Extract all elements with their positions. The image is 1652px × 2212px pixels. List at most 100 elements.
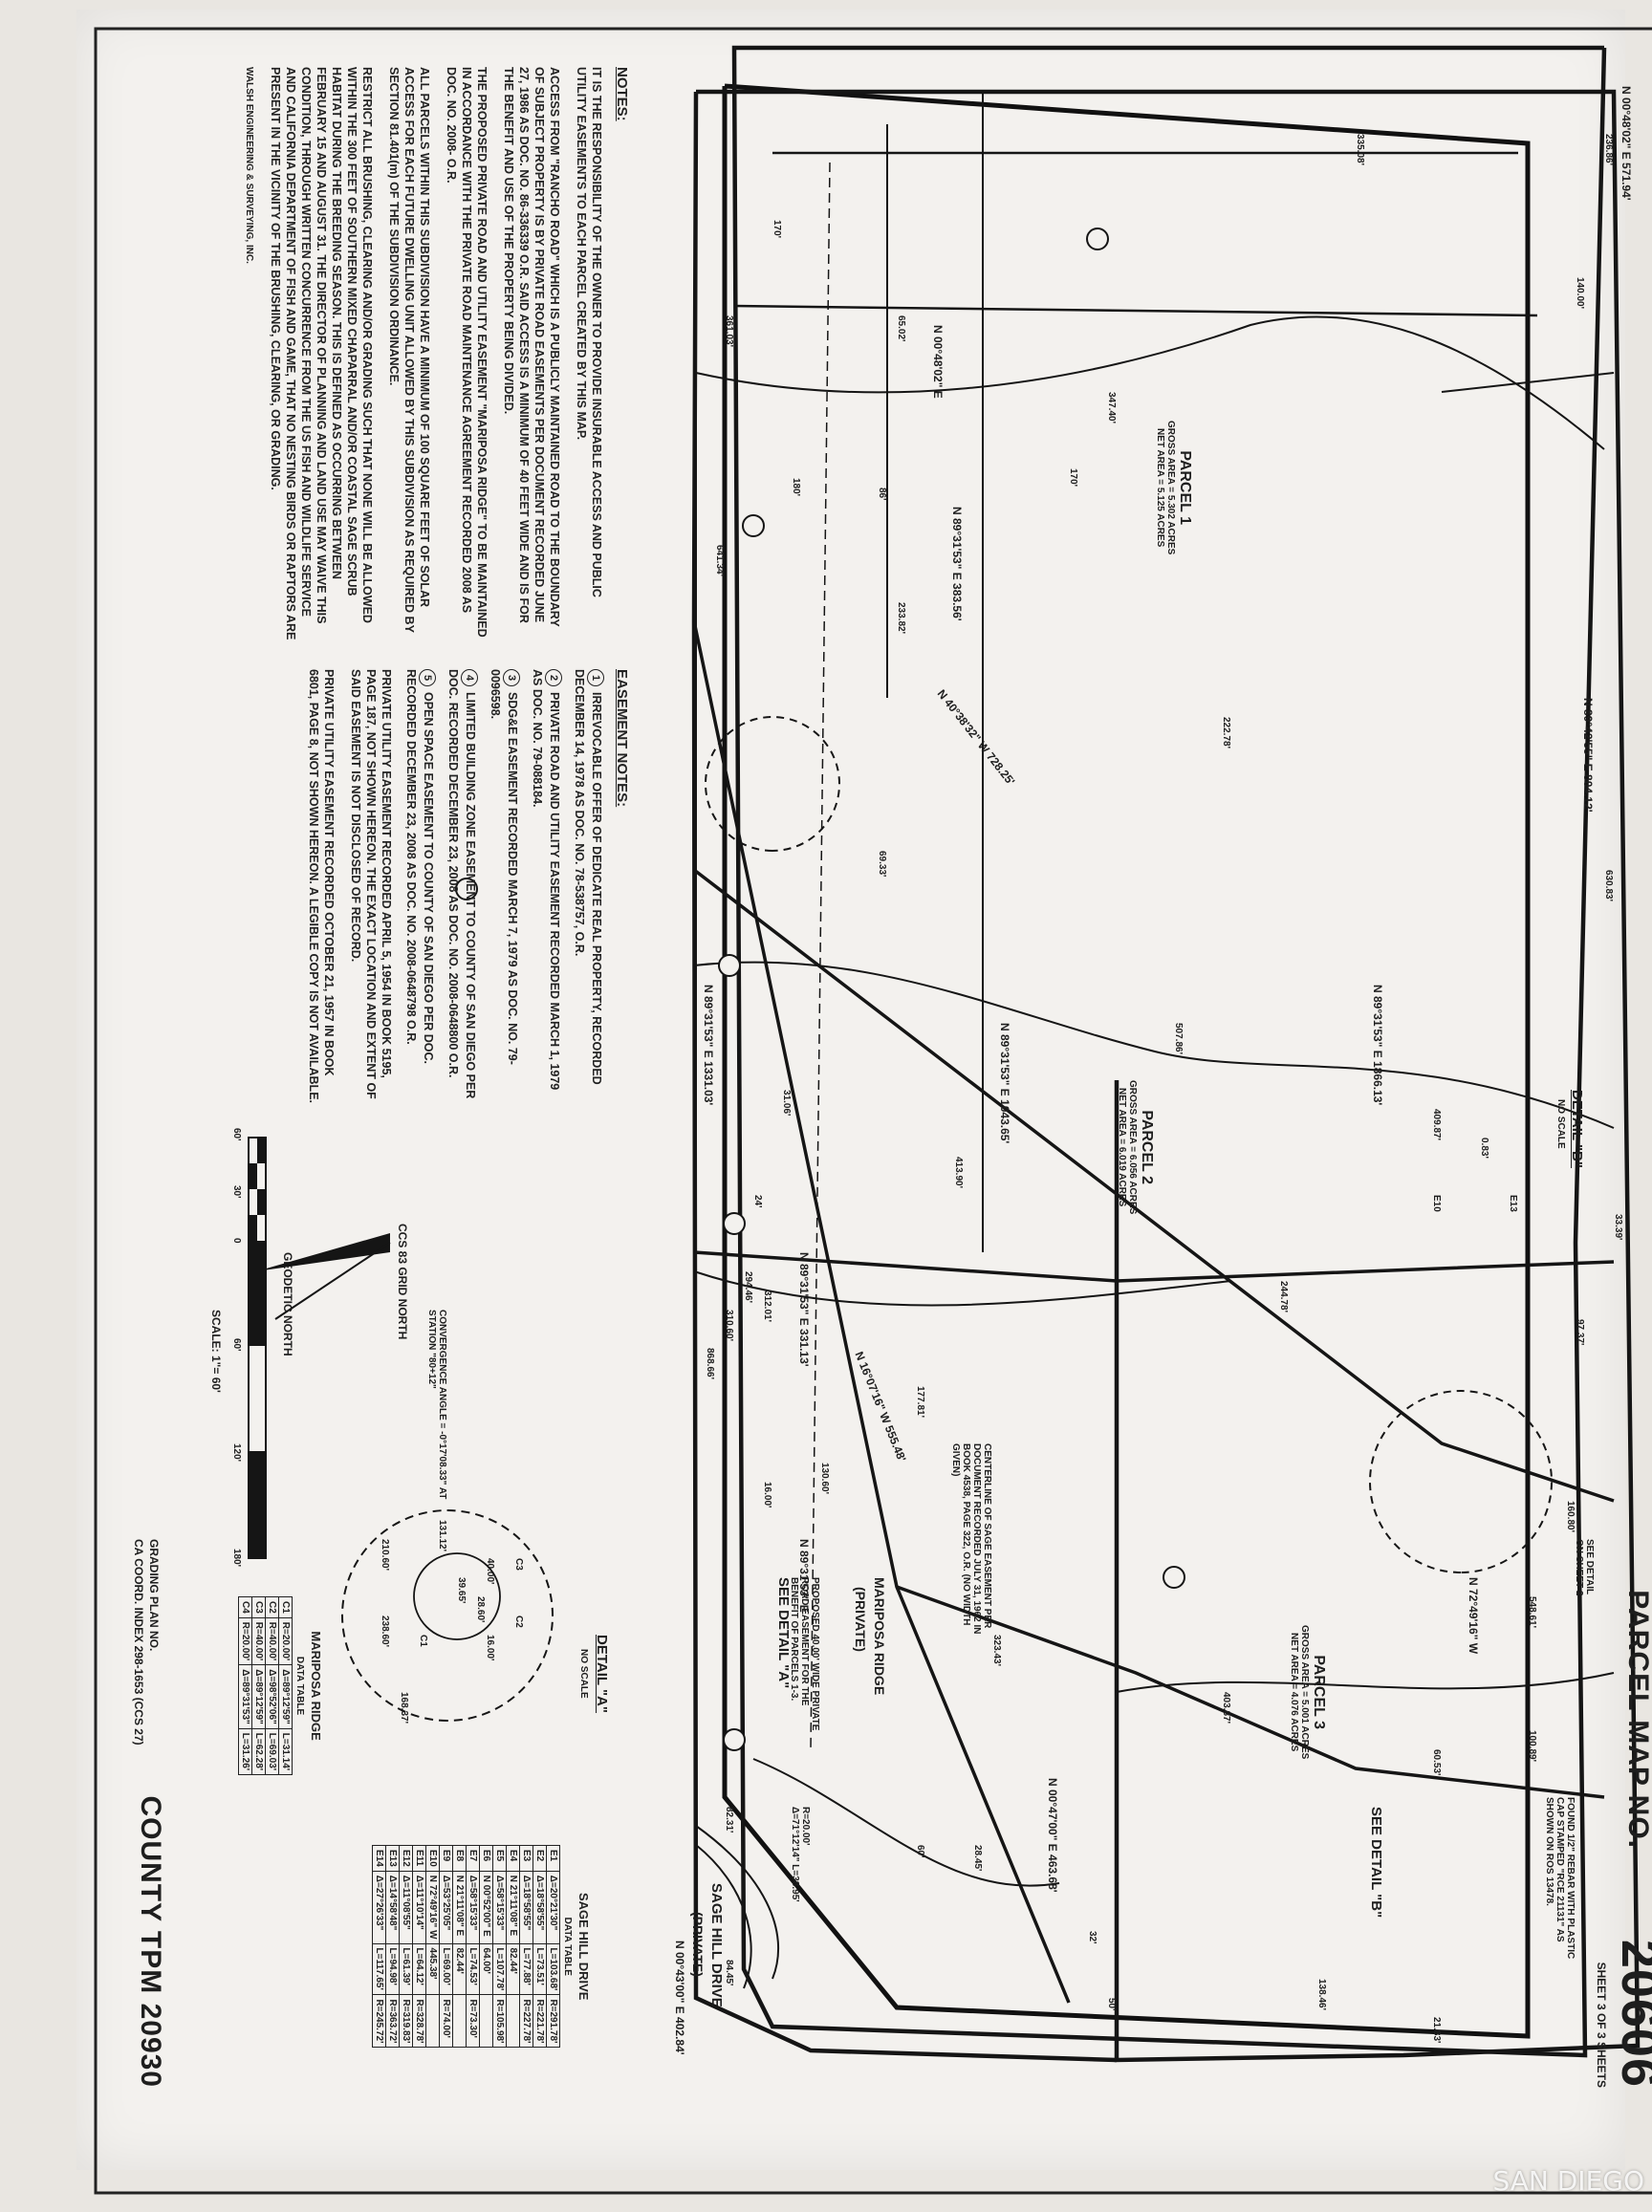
table-cell	[479, 1994, 493, 2048]
table-cell: L=103.68'	[546, 1943, 560, 1995]
table-cell	[425, 1994, 440, 2048]
table-cell: Δ=18°58'55"	[519, 1871, 533, 1944]
easement-note-4-text: LIMITED BUILDING ZONE EASEMENT TO COUNTY…	[446, 669, 477, 1099]
table-cell: L=69.03'	[265, 1728, 279, 1775]
table-cell: Δ=98°52'06"	[265, 1664, 279, 1729]
table-cell: Δ=18°58'55"	[533, 1871, 547, 1944]
table-cell: E3	[519, 1845, 533, 1872]
easement-note-5-text: OPEN SPACE EASEMENT TO COUNTY OF SAN DIE…	[404, 669, 435, 1064]
table-cell: 82.44'	[452, 1943, 467, 1995]
table-cell: Δ=89°31'53"	[238, 1664, 252, 1729]
table-cell: L=73.51'	[533, 1943, 547, 1995]
table-cell: Δ=11°08'55"	[399, 1871, 413, 1944]
table-cell: 445.38'	[425, 1943, 440, 1995]
table-cell	[452, 1994, 467, 2048]
table-cell: R=40.00'	[265, 1617, 279, 1665]
table-cell: L=94.98'	[385, 1943, 400, 1995]
note-4: ALL PARCELS WITHIN THIS SUBDIVISION HAVE…	[387, 67, 431, 633]
table-cell: E4	[506, 1845, 520, 1872]
easement-note-5-number: 5	[419, 669, 436, 686]
table-cell: Δ=20°21'30"	[546, 1871, 560, 1944]
table-cell: E14	[372, 1845, 386, 1872]
table-cell: E8	[452, 1845, 467, 1872]
scale-bar	[248, 1137, 267, 1559]
note-5: RESTRICT ALL BRUSHING, CLEARING AND/OR G…	[269, 67, 374, 640]
easement-note-2-number: 2	[545, 669, 562, 686]
table-cell: 82.44'	[506, 1943, 520, 1995]
table-cell: R=221.78'	[533, 1994, 547, 2048]
table-cell: L=74.53'	[466, 1943, 480, 1995]
easement-note-2-text: PRIVATE ROAD AND UTILITY EASEMENT RECORD…	[531, 669, 561, 1091]
notes-block: NOTES: IT IS THE RESPONSIBILITY OF THE O…	[229, 67, 630, 640]
table-cell: Δ=89°12'59"	[251, 1664, 266, 1729]
scale-label-5: 120'	[231, 1443, 242, 1463]
table-cell: E1	[546, 1845, 560, 1872]
sage-table-subtitle: DATA TABLE	[562, 1917, 573, 1976]
scale-label-6: 180'	[231, 1549, 242, 1568]
table-cell: L=117.65'	[372, 1943, 386, 1995]
table-cell: R=227.78'	[519, 1994, 533, 2048]
note-2: ACCESS FROM "RANCHO ROAD" WHICH IS A PUB…	[502, 67, 561, 627]
table-cell: C3	[251, 1596, 266, 1618]
easement-note-4-number: 4	[461, 669, 478, 686]
table-cell: C2	[265, 1596, 279, 1618]
watermark: SAN DIEGO	[1492, 2165, 1644, 2197]
table-cell: R=105.98'	[492, 1994, 507, 2048]
table-cell: R=73.30'	[466, 1994, 480, 2048]
notes-heading: NOTES:	[614, 67, 630, 121]
easement-note-3-text: SDG&E EASEMENT RECORDED MARCH 7, 1979 AS…	[489, 669, 519, 1065]
detail-a-circle	[341, 1509, 554, 1722]
table-cell: Δ=53°25'05"	[439, 1871, 453, 1944]
scale-label-3: 0	[231, 1238, 242, 1244]
table-cell: R=319.83'	[399, 1994, 413, 2048]
scale-text: SCALE: 1"= 60'	[209, 1310, 223, 1393]
table-cell: R=20.00'	[278, 1617, 293, 1665]
table-cell: R=40.00'	[251, 1617, 266, 1665]
notes-footer: WALSH ENGINEERING & SURVEYING, INC.	[244, 67, 254, 264]
easement-note-4: 4LIMITED BUILDING ZONE EASEMENT TO COUNT…	[446, 669, 478, 1109]
table-cell	[506, 1994, 520, 2048]
easement-note-1-text: IRREVOCABLE OFFER OF DEDICATE REAL PROPE…	[573, 669, 603, 1085]
rotated-map: PARCEL MAP NO. 20606 SHEET 3 OF 3 SHEETS…	[76, 10, 1652, 2212]
sage-table-title-text: SAGE HILL DRIVE	[576, 1893, 591, 2001]
mariposa-table-subtitle: DATA TABLE	[294, 1656, 305, 1716]
table-cell: L=62.28'	[251, 1728, 266, 1775]
table-cell: L=107.78'	[492, 1943, 507, 1995]
note-3: THE PROPOSED PRIVATE ROAD AND UTILITY EA…	[445, 67, 489, 638]
table-cell: E10	[425, 1845, 440, 1872]
easement-notes-heading: EASEMENT NOTES:	[614, 669, 630, 808]
table-cell: R=363.72'	[385, 1994, 400, 2048]
table-cell: Δ=58°15'33"	[466, 1871, 480, 1944]
table-cell: E5	[492, 1845, 507, 1872]
north-arrow-icon	[256, 1233, 391, 1320]
table-cell: L=69.00'	[439, 1943, 453, 1995]
scale-label-4: 60'	[231, 1338, 242, 1352]
table-cell: L=61.39'	[399, 1943, 413, 1995]
table-cell: N 72°49'16" W	[425, 1871, 440, 1944]
map-sheet: PARCEL MAP NO. 20606 SHEET 3 OF 3 SHEETS…	[76, 10, 1652, 2195]
table-cell: Δ=27°26'33"	[372, 1871, 386, 1944]
scale-label-2: 30'	[231, 1185, 242, 1199]
table-cell: R=328.78'	[412, 1994, 426, 2048]
table-cell: R=245.72'	[372, 1994, 386, 2048]
table-cell: E12	[399, 1845, 413, 1872]
grading-plan-label: GRADING PLAN NO.	[147, 1539, 161, 1652]
table-cell: L=31.26'	[238, 1728, 252, 1775]
table-cell: 64.00'	[479, 1943, 493, 1995]
easement-extra-2: PRIVATE UTILITY EASEMENT RECORDED OCTOBE…	[307, 669, 336, 1103]
table-cell: R=291.78'	[546, 1994, 560, 2048]
